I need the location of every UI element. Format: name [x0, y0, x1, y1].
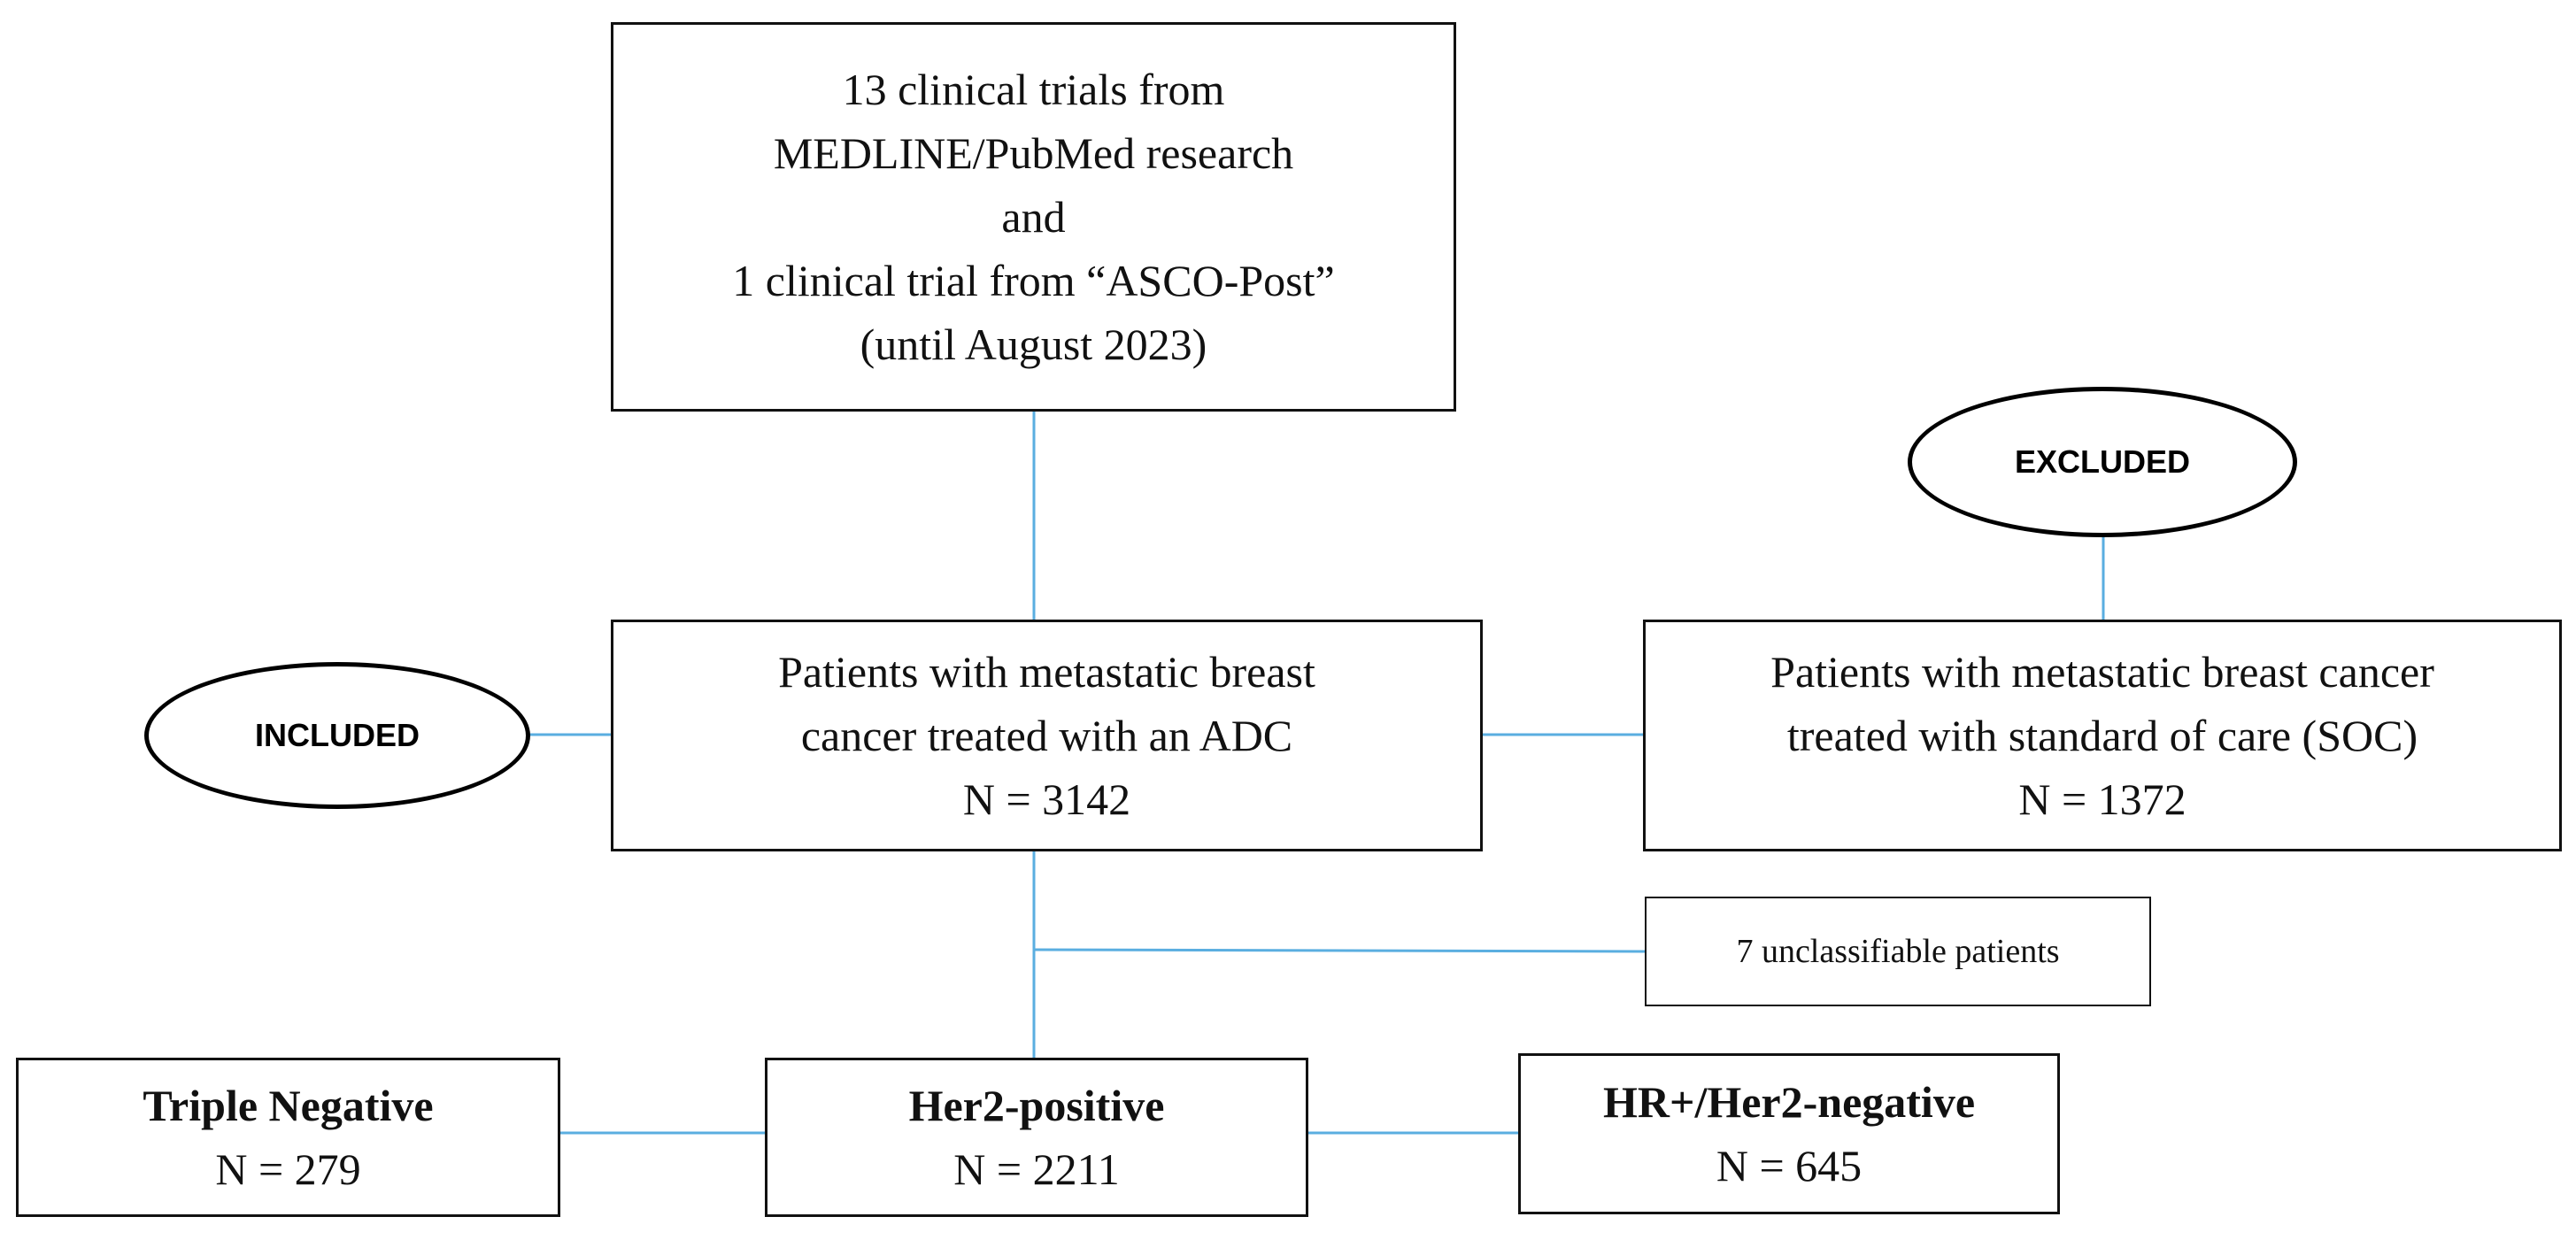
included-label: INCLUDED: [255, 717, 420, 753]
sources-box: 13 clinical trials from MEDLINE/PubMed r…: [611, 22, 1456, 412]
soc-patients-box: Patients with metastatic breast cancer t…: [1643, 620, 2562, 851]
adc-line-2: cancer treated with an ADC: [800, 711, 1293, 760]
her2-positive-box: Her2-positive N = 2211: [765, 1058, 1308, 1217]
sources-line-1: 13 clinical trials from: [842, 65, 1225, 114]
excluded-oval: EXCLUDED: [1908, 387, 2297, 537]
included-oval: INCLUDED: [144, 662, 530, 809]
adc-line-1: Patients with metastatic breast: [778, 647, 1315, 697]
triple-negative-box: Triple Negative N = 279: [16, 1058, 560, 1217]
hr-her2-negative-box: HR+/Her2-negative N = 645: [1518, 1053, 2060, 1214]
adc-patients-box: Patients with metastatic breast cancer t…: [611, 620, 1483, 851]
unclassifiable-box: 7 unclassifiable patients: [1645, 897, 2151, 1006]
soc-line-2: treated with standard of care (SOC): [1786, 711, 2418, 760]
soc-line-1: Patients with metastatic breast cancer: [1770, 647, 2434, 697]
sources-line-4: 1 clinical trial from “ASCO-Post”: [732, 256, 1335, 305]
sources-line-3: and: [1001, 192, 1066, 242]
triple-negative-count: N = 279: [215, 1144, 361, 1194]
sources-line-2: MEDLINE/PubMed research: [773, 128, 1294, 178]
unclassifiable-text: 7 unclassifiable patients: [1736, 933, 2060, 970]
connector-branch-to-unclassifiable: [1033, 948, 1646, 953]
her2-positive-title: Her2-positive: [908, 1081, 1165, 1130]
sources-line-5: (until August 2023): [860, 320, 1207, 369]
her2-positive-count: N = 2211: [953, 1144, 1120, 1194]
triple-negative-title: Triple Negative: [143, 1081, 434, 1130]
hr-her2-negative-count: N = 645: [1716, 1141, 1863, 1190]
soc-count: N = 1372: [2018, 774, 2187, 824]
excluded-label: EXCLUDED: [2014, 443, 2191, 480]
adc-count: N = 3142: [962, 774, 1131, 824]
hr-her2-negative-title: HR+/Her2-negative: [1602, 1077, 1976, 1127]
